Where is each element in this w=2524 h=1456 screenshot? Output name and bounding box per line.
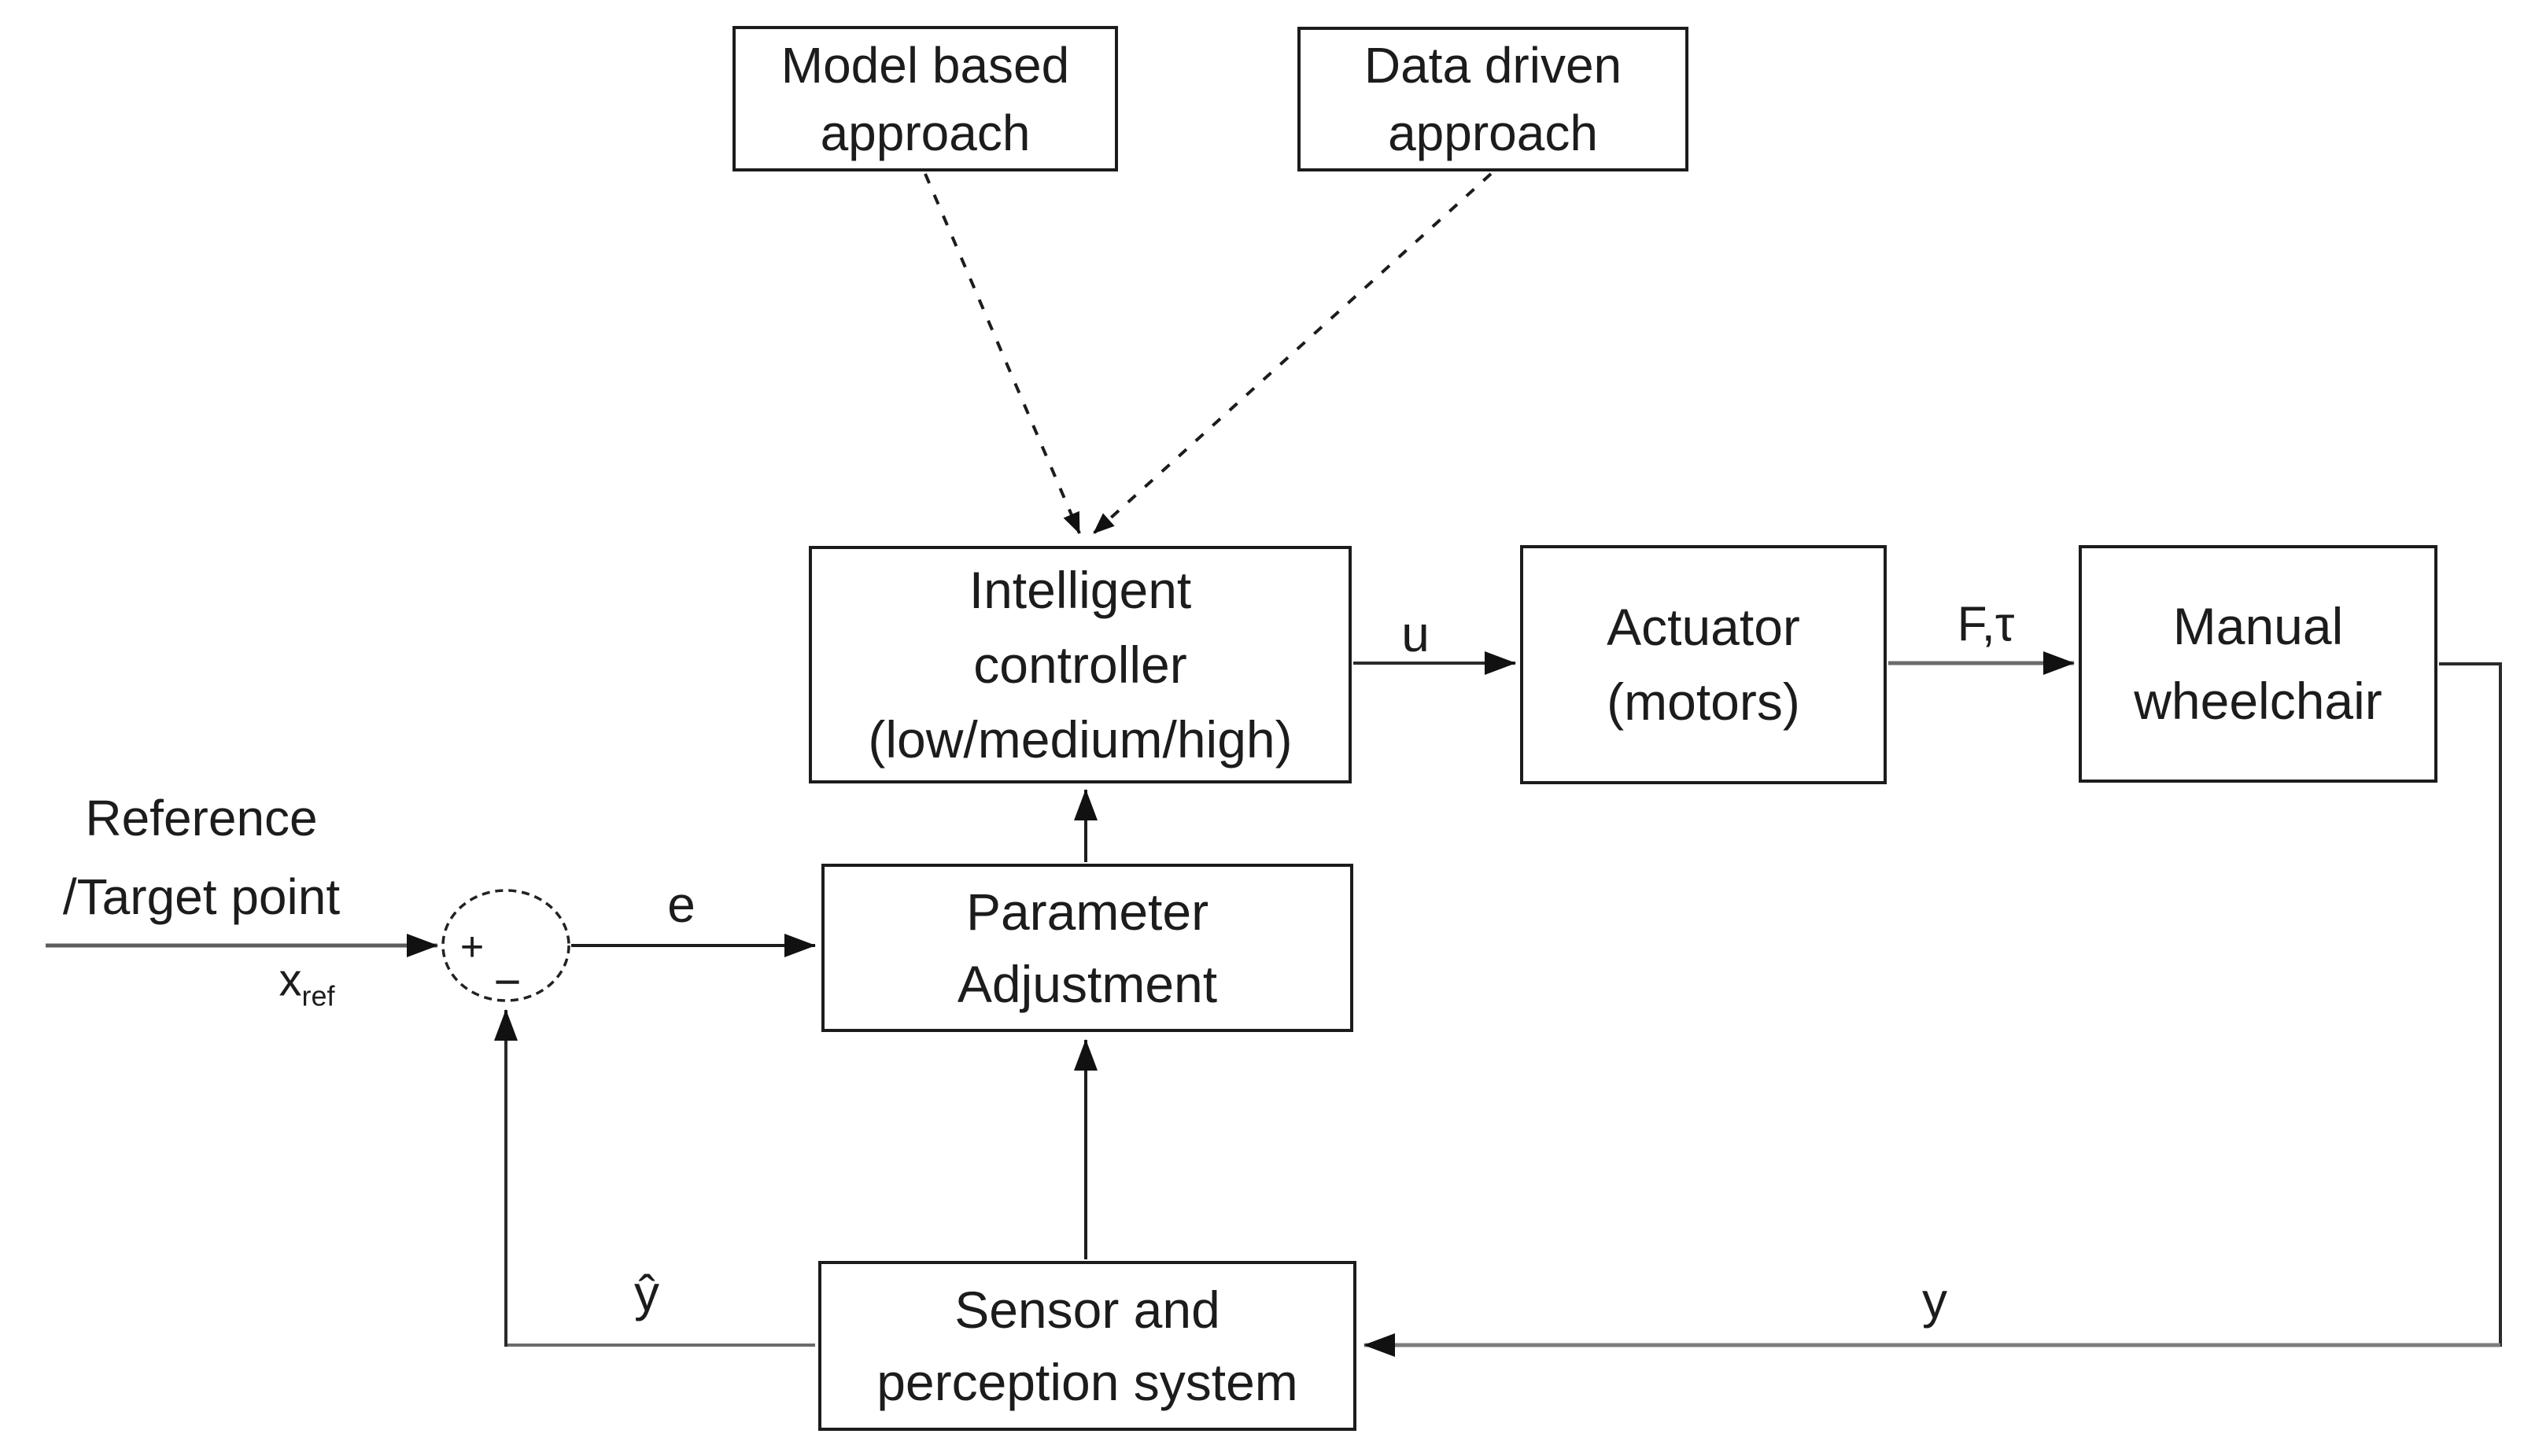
box-intelligent-controller-line2: controller: [973, 635, 1187, 694]
label-estimated-output-yhat: ŷ: [634, 1265, 659, 1321]
box-parameter-adjustment-line2: Adjustment: [957, 955, 1218, 1013]
box-actuator-line2: (motors): [1607, 673, 1800, 731]
box-model-based-line1: Model based: [780, 36, 1070, 94]
box-actuator-line1: Actuator: [1607, 598, 1800, 656]
model-approach-dashed-line: [924, 173, 1081, 534]
box-intelligent-controller: Intelligent controller (low/medium/high): [809, 546, 1352, 783]
box-data-driven-approach: Data driven approach: [1297, 27, 1688, 171]
box-parameter-adjustment: Parameter Adjustment: [821, 864, 1353, 1032]
box-manual-wheelchair: Manual wheelchair: [2079, 545, 2437, 783]
label-error-e: e: [667, 876, 696, 933]
box-sensor-perception-line1: Sensor and: [954, 1281, 1220, 1339]
summing-junction-plus-sign: +: [459, 924, 485, 970]
label-x-ref: xref: [279, 954, 335, 1013]
box-intelligent-controller-line1: Intelligent: [969, 560, 1192, 619]
box-data-driven-line1: Data driven: [1363, 37, 1622, 94]
box-sensor-perception-system: Sensor and perception system: [818, 1261, 1356, 1431]
label-output-y: y: [1922, 1272, 1947, 1329]
label-reference: Reference: [85, 790, 318, 846]
label-x-ref-base: x: [279, 954, 302, 1006]
summing-junction-minus-sign: −: [493, 955, 522, 1008]
box-actuator: Actuator (motors): [1520, 545, 1887, 784]
box-sensor-perception-line2: perception system: [876, 1353, 1298, 1411]
summing-junction: [441, 889, 570, 1002]
label-x-ref-subscript: ref: [301, 979, 335, 1012]
data-approach-dashed-line: [1092, 172, 1493, 535]
label-force-torque: F,τ: [1957, 597, 2015, 652]
box-manual-wheelchair-line2: wheelchair: [2134, 672, 2382, 730]
box-model-based-approach: Model based approach: [732, 26, 1118, 171]
box-intelligent-controller-line3: (low/medium/high): [868, 710, 1293, 769]
box-parameter-adjustment-line1: Parameter: [965, 883, 1209, 941]
label-target-point: /Target point: [62, 868, 341, 925]
box-manual-wheelchair-line1: Manual: [2172, 597, 2344, 655]
box-data-driven-line2: approach: [1388, 105, 1598, 161]
label-control-u: u: [1401, 606, 1430, 662]
box-model-based-line2: approach: [820, 104, 1031, 161]
